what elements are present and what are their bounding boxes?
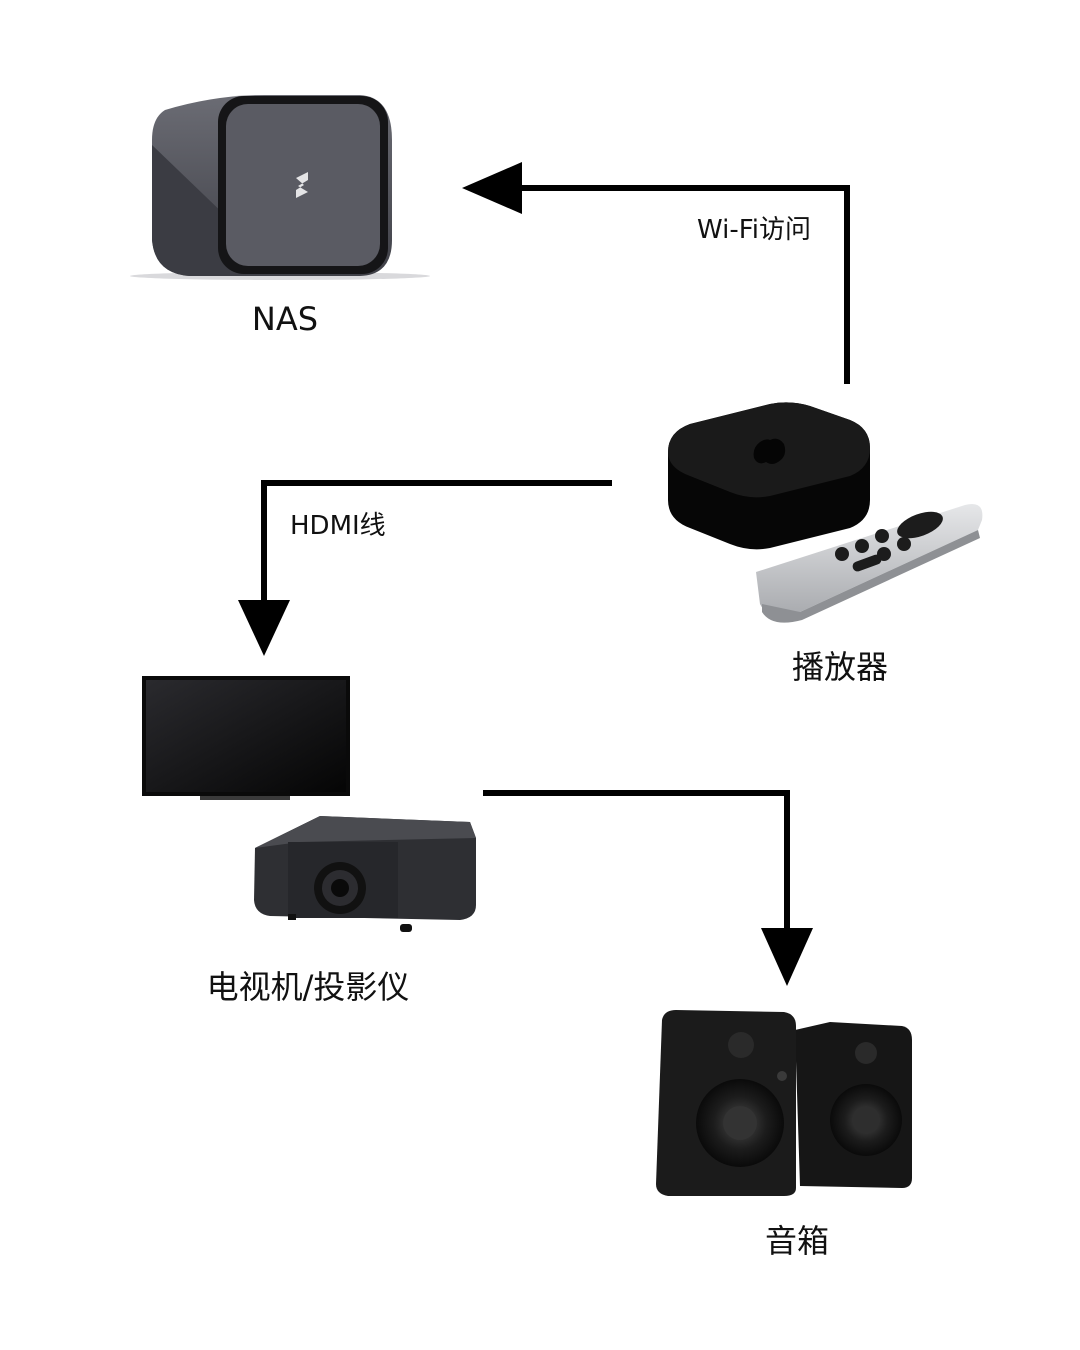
arrowhead-left-icon: [462, 162, 522, 214]
nas-device-icon: [130, 95, 430, 280]
player-label: 播放器: [792, 648, 888, 686]
edge-player-to-nas: [462, 162, 850, 384]
edge-display-to-speakers: [483, 790, 813, 986]
streaming-box-with-remote-icon: [668, 402, 983, 623]
speakers-label: 音箱: [765, 1222, 829, 1260]
edge-player-to-nas-label: Wi-Fi访问: [697, 215, 811, 245]
display-label: 电视机/投影仪: [207, 968, 410, 1006]
arrowhead-down-icon: [238, 600, 290, 656]
edge-player-to-display: [238, 480, 612, 656]
nas-label: NAS: [252, 300, 318, 338]
edge-player-to-display-label: HDMI线: [290, 511, 386, 541]
arrowhead-down-icon: [761, 928, 813, 986]
projector-icon: [254, 816, 476, 932]
speakers-icon: [656, 1010, 912, 1196]
tv-icon: [142, 676, 350, 800]
